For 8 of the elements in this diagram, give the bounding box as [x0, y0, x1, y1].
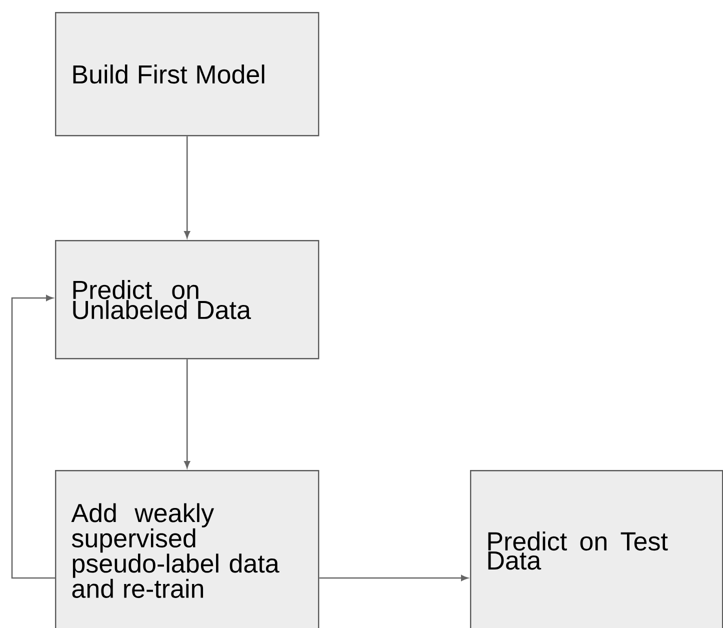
arrow	[184, 359, 190, 468]
arrow	[11, 295, 55, 579]
process-box: Add weakly supervised pseudo-label data and re-train	[55, 470, 320, 628]
process-box: Build First Model	[55, 12, 320, 136]
arrow	[184, 136, 190, 238]
arrow	[319, 575, 468, 581]
process-box: Predict on Test Data	[470, 470, 723, 628]
process-box: Predict on Unlabeled Data	[55, 240, 320, 360]
